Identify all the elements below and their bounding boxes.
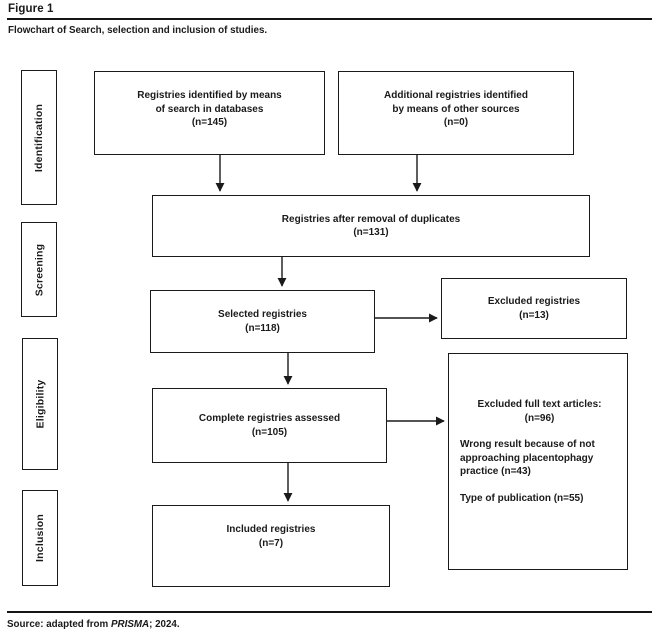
box-line: Excluded registries	[487, 296, 581, 307]
box-line: approaching placentophagy	[460, 452, 594, 464]
box-line: (n=96)	[524, 412, 555, 424]
box-line: Included registries	[226, 524, 316, 535]
flow-box-excluded-fulltext: Excluded full text articles: (n=96) Wron…	[448, 353, 628, 570]
flow-box-identified-databases: Registries identified by means of search…	[94, 71, 325, 155]
figure-label: Figure 1	[8, 3, 54, 15]
source-prefix: Source: adapted from	[7, 619, 111, 630]
source-rule	[7, 611, 652, 613]
flow-box-included-registries: Included registries (n=7)	[152, 505, 390, 587]
flow-box-after-duplicates: Registries after removal of duplicates (…	[152, 195, 590, 257]
stage-label: Eligibility	[34, 379, 46, 429]
box-line: Complete registries assessed	[198, 413, 341, 424]
flow-box-selected-registries: Selected registries (n=118)	[150, 290, 375, 353]
stage-label: Inclusion	[34, 514, 47, 562]
stage-label: Screening	[33, 243, 46, 296]
flow-box-complete-assessed: Complete registries assessed (n=105)	[152, 388, 387, 463]
excluded-reason-publication-type: Type of publication (n=55)	[460, 492, 619, 506]
box-line: Excluded full text articles:	[477, 399, 602, 410]
stage-box-identification: Identification	[21, 70, 57, 205]
figure-caption: Flowchart of Search, selection and inclu…	[8, 25, 268, 36]
flow-box-excluded-registries: Excluded registries (n=13)	[441, 278, 627, 339]
box-line: Type of publication (n=55)	[460, 492, 584, 504]
box-line: Registries after removal of duplicates	[281, 213, 461, 225]
box-line: Additional registries identified	[384, 90, 528, 101]
source-italic: PRISMA	[110, 619, 150, 630]
box-line: (n=13)	[519, 309, 549, 321]
box-line: of search in databases	[155, 103, 264, 115]
excluded-reason-wrong-result: Wrong result because of not approaching …	[460, 438, 619, 479]
source-suffix: ; 2024.	[149, 619, 180, 630]
source-note: Source: adapted from PRISMA; 2024.	[7, 619, 180, 630]
box-line: by means of other sources	[392, 103, 520, 115]
box-line: (n=145)	[191, 117, 228, 128]
box-line: Selected registries	[218, 309, 307, 320]
box-line: Registries identified by means	[137, 90, 282, 101]
box-line: practice (n=43)	[460, 466, 531, 477]
stage-label: Identification	[33, 103, 46, 172]
box-line: (n=0)	[443, 117, 469, 128]
title-rule	[7, 18, 652, 20]
box-line: (n=7)	[258, 537, 284, 549]
box-line: Wrong result because of not	[460, 439, 595, 450]
box-line: (n=105)	[251, 426, 288, 438]
excluded-fulltext-heading: Excluded full text articles: (n=96)	[460, 398, 619, 425]
stage-box-inclusion: Inclusion	[22, 490, 58, 586]
stage-box-eligibility: Eligibility	[22, 338, 58, 470]
stage-box-screening: Screening	[21, 222, 57, 317]
box-line: (n=131)	[353, 227, 389, 238]
flow-box-additional-sources: Additional registries identified by mean…	[338, 71, 574, 155]
box-line: (n=118)	[245, 322, 280, 334]
